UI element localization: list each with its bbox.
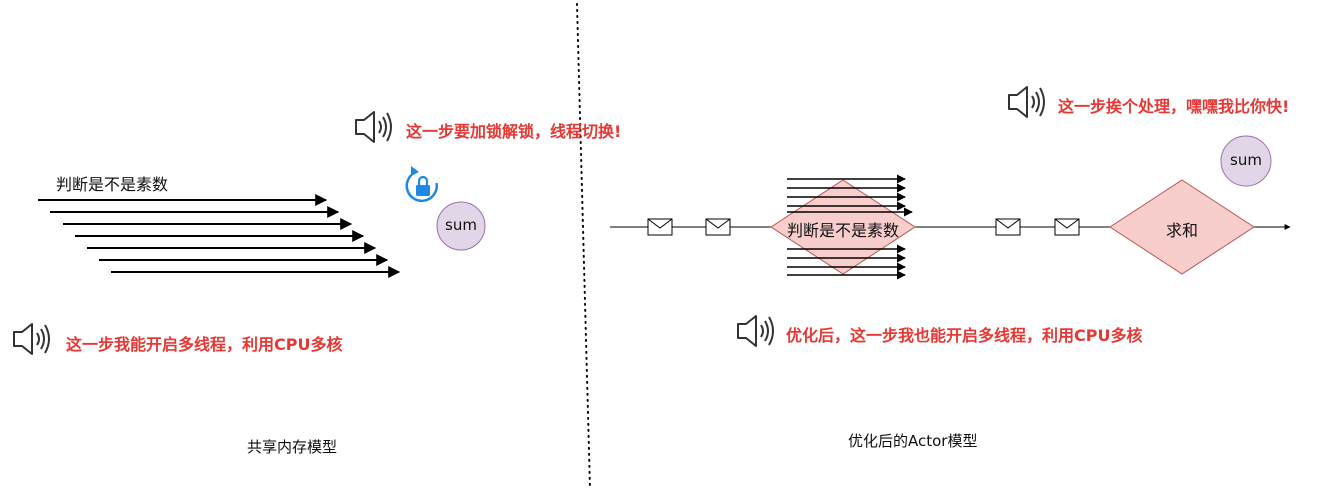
envelope-icon xyxy=(995,218,1021,236)
arrow-label-prime-check: 判断是不是素数 xyxy=(56,175,169,194)
caption-shared-memory: 共享内存模型 xyxy=(247,438,338,456)
envelope-icon xyxy=(1054,218,1080,236)
sum-label-left: sum xyxy=(445,216,477,234)
thread-arrows xyxy=(38,194,401,278)
speaker-icon xyxy=(1008,86,1045,118)
node-label-sum: 求和 xyxy=(1165,221,1198,240)
sum-label-right: sum xyxy=(1230,151,1262,169)
note-threads-right: 优化后，这一步我也能开启多线程，利用CPU多核 xyxy=(786,326,1143,345)
sum-circle-left xyxy=(436,201,486,251)
diamond-sum xyxy=(1109,179,1255,275)
note-threads-left: 这一步我能开启多线程，利用CPU多核 xyxy=(66,335,343,354)
note-fast: 这一步挨个处理，嘿嘿我比你快! xyxy=(1058,97,1290,116)
speaker-icon xyxy=(13,323,50,355)
envelope-icon xyxy=(705,218,731,236)
node-label-prime-check: 判断是不是素数 xyxy=(786,221,899,240)
envelope-icon xyxy=(647,218,673,236)
caption-actor-model: 优化后的Actor模型 xyxy=(848,432,978,450)
lock-icon xyxy=(405,166,439,203)
sum-circle-right xyxy=(1220,135,1272,187)
note-lock: 这一步要加锁解锁，线程切换! xyxy=(406,122,622,141)
speaker-icon xyxy=(737,315,774,347)
divider-line xyxy=(576,3,591,489)
speaker-icon xyxy=(355,111,392,143)
thread-arrows-right xyxy=(787,174,913,280)
